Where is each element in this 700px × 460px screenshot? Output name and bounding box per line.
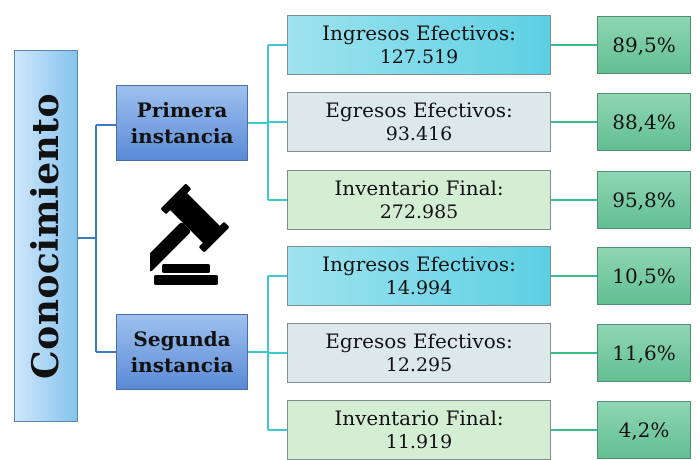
leaf-segunda-inventario: Inventario Final: 11.919 <box>287 400 551 460</box>
leaf-value: 14.994 <box>385 277 453 299</box>
percent-value: 95,8% <box>612 188 676 212</box>
leaf-primera-egresos: Egresos Efectivos: 93.416 <box>287 92 551 152</box>
percent-value: 88,4% <box>612 110 676 134</box>
leaf-value: 11.919 <box>385 431 453 453</box>
root-label: Conocimiento <box>25 93 67 379</box>
branch-primera-instancia: Primera instancia <box>116 85 248 161</box>
percent-segunda-ingresos: 10,5% <box>597 247 691 305</box>
branch-segunda-instancia: Segunda instancia <box>116 314 248 390</box>
branch-label-line1: Primera <box>136 98 228 122</box>
percent-primera-ingresos: 89,5% <box>597 16 691 74</box>
leaf-value: 127.519 <box>379 46 459 68</box>
leaf-value: 12.295 <box>385 354 453 376</box>
percent-primera-inventario: 95,8% <box>597 171 691 229</box>
percent-value: 10,5% <box>612 264 676 288</box>
percent-primera-egresos: 88,4% <box>597 93 691 151</box>
percent-value: 11,6% <box>612 341 676 365</box>
root-node: Conocimiento <box>14 50 78 422</box>
gavel-icon <box>150 184 229 285</box>
leaf-value: 93.416 <box>385 123 453 145</box>
leaf-segunda-ingresos: Ingresos Efectivos: 14.994 <box>287 246 551 306</box>
leaf-label: Ingresos Efectivos: <box>322 21 516 45</box>
leaf-primera-ingresos: Ingresos Efectivos: 127.519 <box>287 15 551 75</box>
leaf-label: Egresos Efectivos: <box>325 98 513 122</box>
leaf-segunda-egresos: Egresos Efectivos: 12.295 <box>287 323 551 383</box>
branch-label-line2: instancia <box>130 353 234 377</box>
leaf-label: Egresos Efectivos: <box>325 329 513 353</box>
percent-value: 4,2% <box>618 418 670 442</box>
percent-value: 89,5% <box>612 33 676 57</box>
percent-segunda-egresos: 11,6% <box>597 324 691 382</box>
leaf-label: Ingresos Efectivos: <box>322 252 516 276</box>
branch-label-line1: Segunda <box>133 327 231 351</box>
leaf-label: Inventario Final: <box>334 176 504 200</box>
leaf-primera-inventario: Inventario Final: 272.985 <box>287 170 551 230</box>
branch-label-line2: instancia <box>130 124 234 148</box>
leaf-value: 272.985 <box>379 201 459 223</box>
percent-segunda-inventario: 4,2% <box>597 401 691 459</box>
leaf-label: Inventario Final: <box>334 406 504 430</box>
